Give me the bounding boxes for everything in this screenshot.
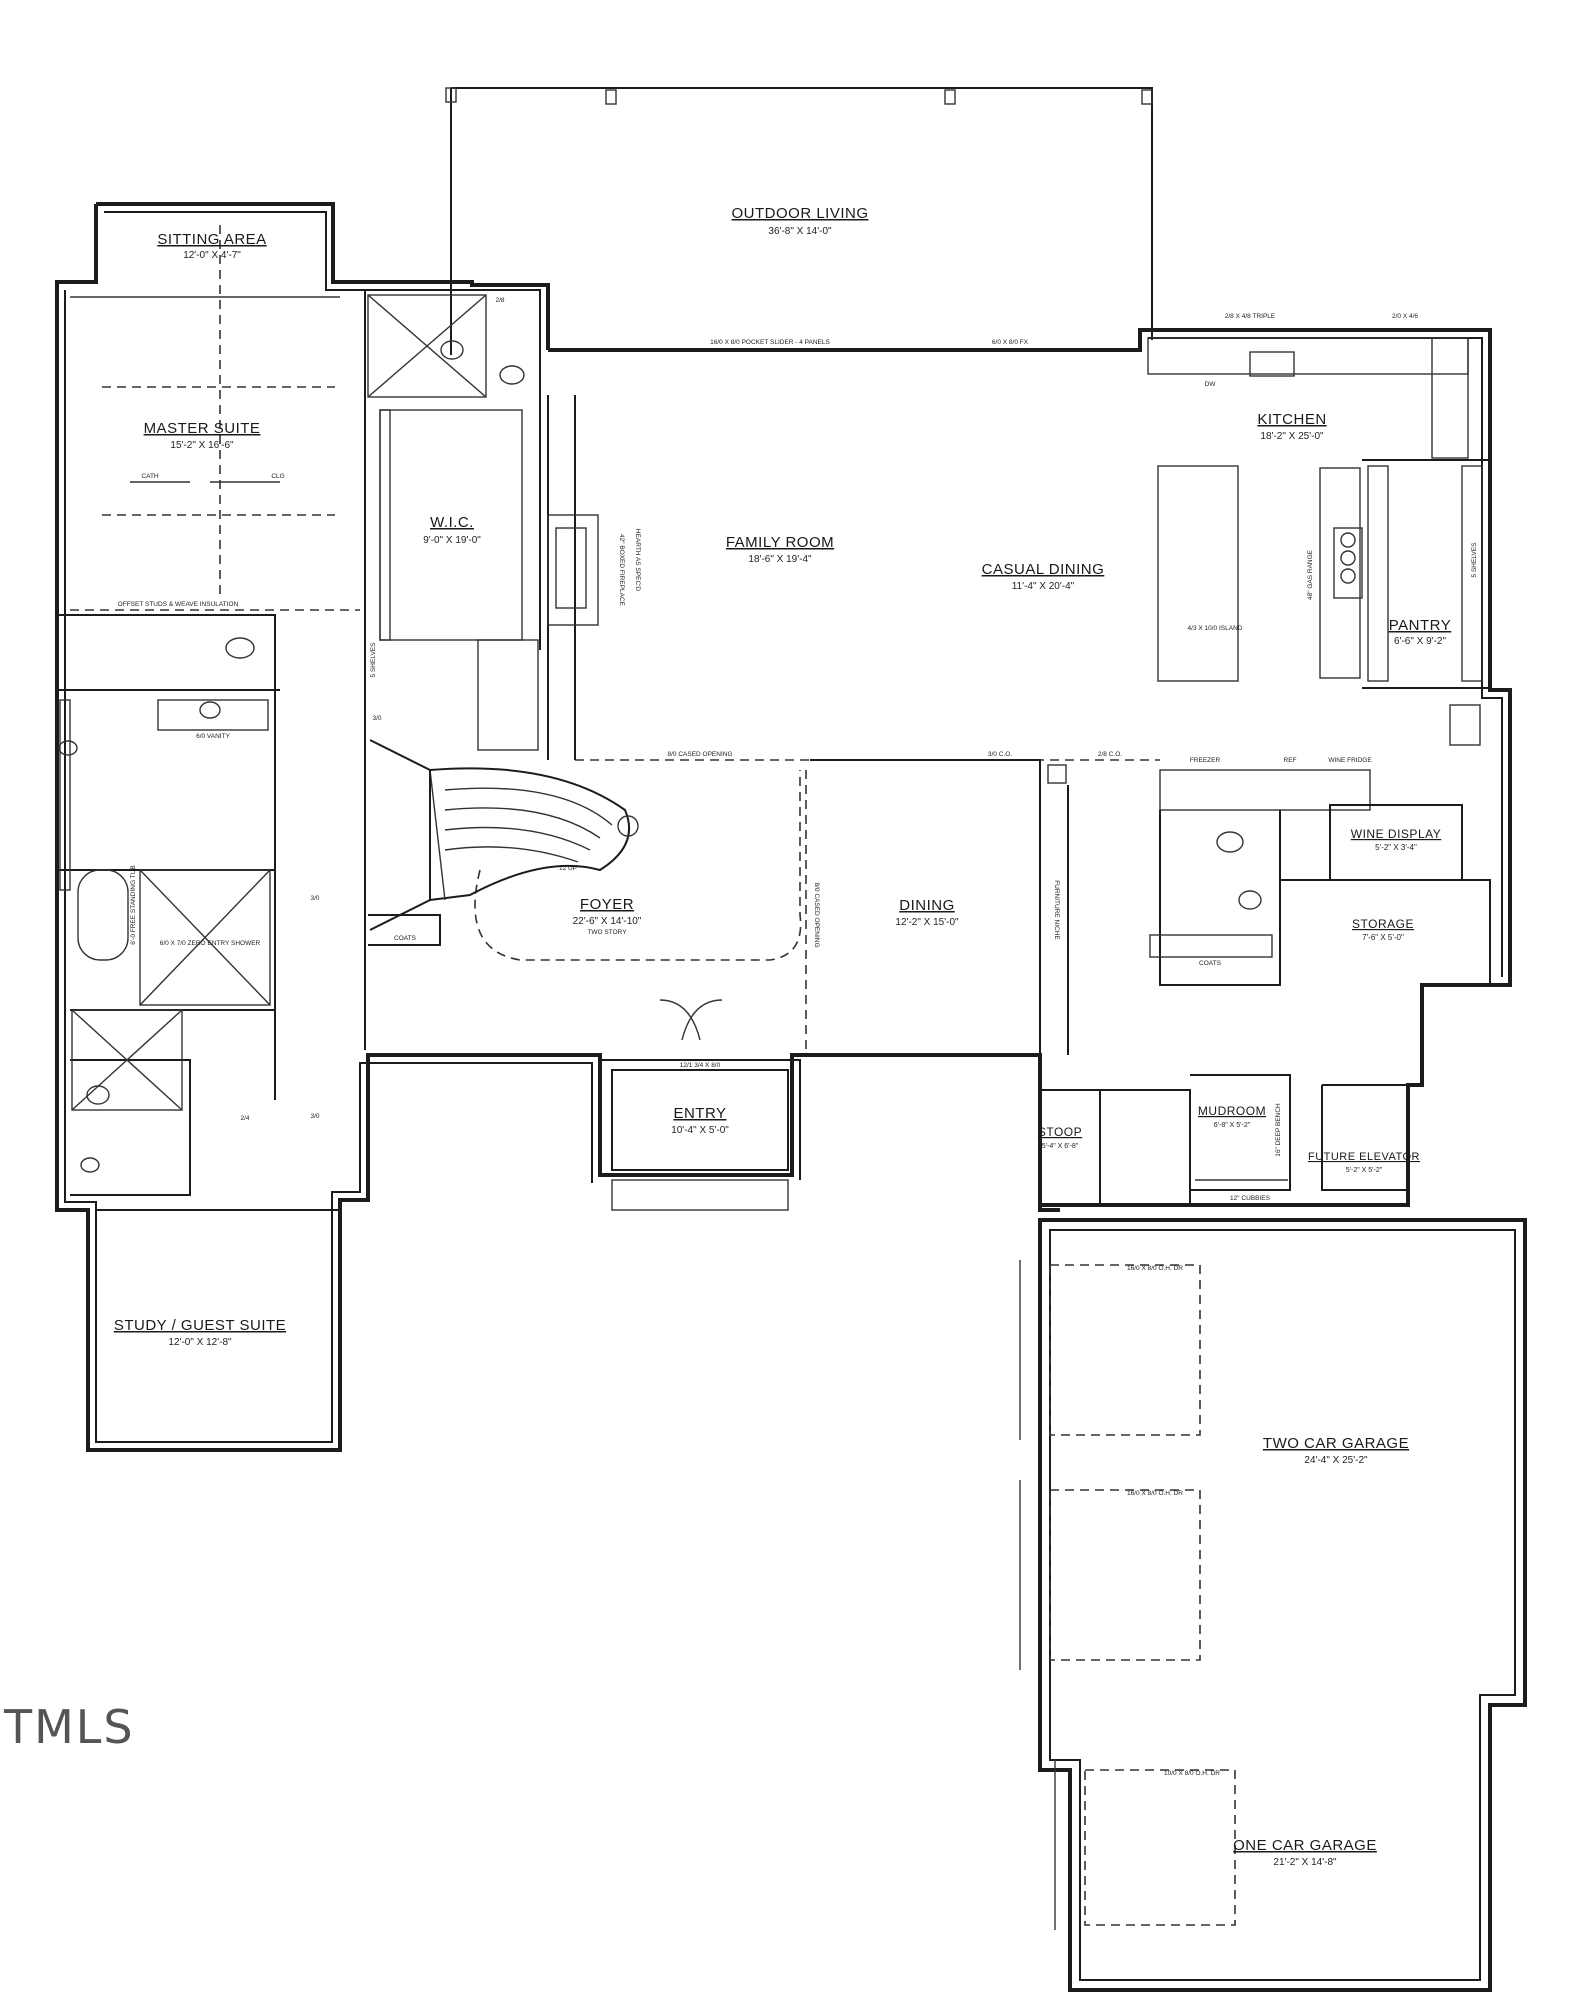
- note-cased-opening-dining: 8/0 CASED OPENING: [813, 882, 820, 947]
- two-car-garage-dim: 24'-4" X 25'-2": [1304, 1455, 1368, 1466]
- kitchen-area: [1147, 337, 1491, 746]
- note-shower: 6/0 X 7/0 ZERO ENTRY SHOWER: [160, 940, 261, 947]
- pantry-name: PANTRY: [1389, 617, 1451, 634]
- foyer-dim: 22'-6" X 14'-10": [573, 916, 642, 927]
- note-garage-door-2: 16/0 X 8/0 O.H. DR: [1127, 1490, 1183, 1497]
- note-bench: 16" DEEP BENCH: [1275, 1103, 1282, 1157]
- plan-notes: 16/0 X 8/0 POCKET SLIDER - 4 PANELS 6/0 …: [118, 297, 1478, 1777]
- entry-area: [600, 1059, 801, 1211]
- family-room-dim: 18'-6" X 19'-4": [748, 554, 812, 565]
- note-cath: CATH: [141, 473, 159, 480]
- outdoor-living-area: [445, 87, 1153, 355]
- entry-dim: 10'-4" X 5'-0": [671, 1125, 729, 1136]
- note-furniture-niche: FURNITURE NICHE: [1053, 880, 1060, 940]
- note-shelves-wic: 5 SHELVES: [370, 642, 377, 678]
- two-car-garage-name: TWO CAR GARAGE: [1263, 1435, 1409, 1452]
- utility-block: [1149, 769, 1491, 986]
- note-garage-door-3: 10/0 X 8/0 O.H. DR: [1164, 1770, 1220, 1777]
- dining-area: [805, 759, 1069, 1055]
- one-car-garage-name: ONE CAR GARAGE: [1233, 1837, 1377, 1854]
- note-offset-studs: OFFSET STUDS & WEAVE INSULATION: [118, 601, 239, 608]
- casual-dining-dim: 11'-4" X 20'-4": [1012, 581, 1075, 592]
- note-fx-window: 6/0 X 8/0 FX: [992, 339, 1029, 346]
- note-island: 4/3 X 10/0 ISLAND: [1188, 625, 1243, 632]
- note-triple-window: 2/8 X 4/8 TRIPLE: [1225, 313, 1276, 320]
- wic-dim: 9'-0" X 19'-0": [423, 535, 481, 546]
- master-suite-name: MASTER SUITE: [144, 420, 261, 437]
- wine-display-name: WINE DISPLAY: [1351, 827, 1441, 841]
- note-up: 12 UP: [559, 865, 577, 872]
- stoop-dim: 5'-4" X 6'-8": [1042, 1143, 1079, 1150]
- note-coats-utility: COATS: [1199, 960, 1222, 967]
- casual-dining-name: CASUAL DINING: [982, 561, 1105, 578]
- note-cased-opening: 8/0 CASED OPENING: [667, 751, 732, 758]
- note-door-powder: 2/8: [495, 297, 504, 304]
- storage-dim: 7'-6" X 5'-0": [1362, 933, 1404, 942]
- garage-area: [1019, 1218, 1527, 1992]
- master-suite-dim: 15'-2" X 16'-6": [170, 440, 234, 451]
- foyer-area: [368, 739, 802, 1041]
- stoop-name: STOOP: [1038, 1125, 1082, 1139]
- note-garage-door-1: 16/0 X 8/0 O.H. DR: [1127, 1265, 1183, 1272]
- note-door-wic: 3/0: [372, 715, 381, 722]
- note-shelves-pantry: 5 SHELVES: [1471, 542, 1478, 578]
- storage-name: STORAGE: [1352, 917, 1414, 931]
- note-vanity: 6/0 VANITY: [196, 733, 231, 740]
- note-pocket-slider: 16/0 X 8/0 POCKET SLIDER - 4 PANELS: [710, 339, 830, 346]
- future-elevator-name: FUTURE ELEVATOR: [1308, 1151, 1420, 1163]
- outdoor-living-dim: 36'-8" X 14'-0": [768, 226, 832, 237]
- dining-name: DINING: [899, 897, 955, 914]
- note-dw: DW: [1205, 381, 1217, 388]
- family-room-name: FAMILY ROOM: [726, 534, 834, 551]
- note-coats-foyer: COATS: [394, 935, 417, 942]
- note-tub: 6'-0 FREE STANDING TUB: [130, 865, 137, 944]
- note-door-study: 3/0: [310, 1113, 319, 1120]
- kitchen-name: KITCHEN: [1257, 411, 1326, 428]
- note-cubbies: 12" CUBBIES: [1230, 1195, 1271, 1202]
- note-fireplace: 42" BOXED FIREPLACE: [618, 534, 625, 607]
- note-hearth: HEARTH AS SPEC'D: [634, 529, 641, 591]
- note-front-door: 12/1 3/4 X 8/0: [680, 1062, 721, 1069]
- master-bath: [57, 614, 280, 1196]
- note-window-2x4: 2/0 X 4/6: [1392, 313, 1418, 320]
- mudroom-area: [1040, 1074, 1408, 1205]
- foyer-name: FOYER: [580, 896, 634, 913]
- note-gas-range: 48" GAS RANGE: [1307, 549, 1314, 600]
- note-door-foyer: 3/0: [310, 895, 319, 902]
- room-labels: OUTDOOR LIVING 36'-8" X 14'-0" SITTING A…: [114, 205, 1451, 1868]
- note-clg: CLG: [271, 473, 284, 480]
- mls-watermark: TMLS: [4, 1700, 135, 1754]
- note-co-2: 2/8 C.O.: [1098, 751, 1122, 758]
- dining-dim: 12'-2" X 15'-0": [895, 917, 959, 928]
- study-dim: 12'-0" X 12'-8": [168, 1337, 232, 1348]
- wine-display-dim: 5'-2" X 3'-4": [1375, 843, 1417, 852]
- family-room-area: [547, 395, 1160, 761]
- note-co-3: 3/0 C.O.: [988, 751, 1012, 758]
- one-car-garage-dim: 21'-2" X 14'-8": [1273, 1857, 1337, 1868]
- master-suite-area: [70, 225, 360, 611]
- pantry-dim: 6'-6" X 9'-2": [1394, 636, 1447, 647]
- kitchen-dim: 18'-2" X 25'-0": [1260, 431, 1324, 442]
- note-ref: REF: [1284, 757, 1297, 764]
- mudroom-name: MUDROOM: [1198, 1104, 1266, 1118]
- wic-name: W.I.C.: [430, 514, 474, 531]
- walk-in-closet: [364, 289, 541, 1050]
- entry-name: ENTRY: [673, 1105, 726, 1122]
- note-wine-fridge: WINE FRIDGE: [1328, 757, 1372, 764]
- note-freezer: FREEZER: [1190, 757, 1221, 764]
- outdoor-living-name: OUTDOOR LIVING: [731, 205, 868, 222]
- study-name: STUDY / GUEST SUITE: [114, 1317, 286, 1334]
- sitting-area-dim: 12'-0" X 4'-7": [183, 250, 241, 261]
- note-door-bath: 2/4: [240, 1115, 249, 1122]
- sitting-area-name: SITTING AREA: [157, 231, 266, 248]
- foyer-sub: TWO STORY: [587, 929, 627, 936]
- future-elevator-dim: 5'-2" X 5'-2": [1346, 1167, 1383, 1174]
- mudroom-dim: 6'-8" X 5'-2": [1214, 1122, 1251, 1129]
